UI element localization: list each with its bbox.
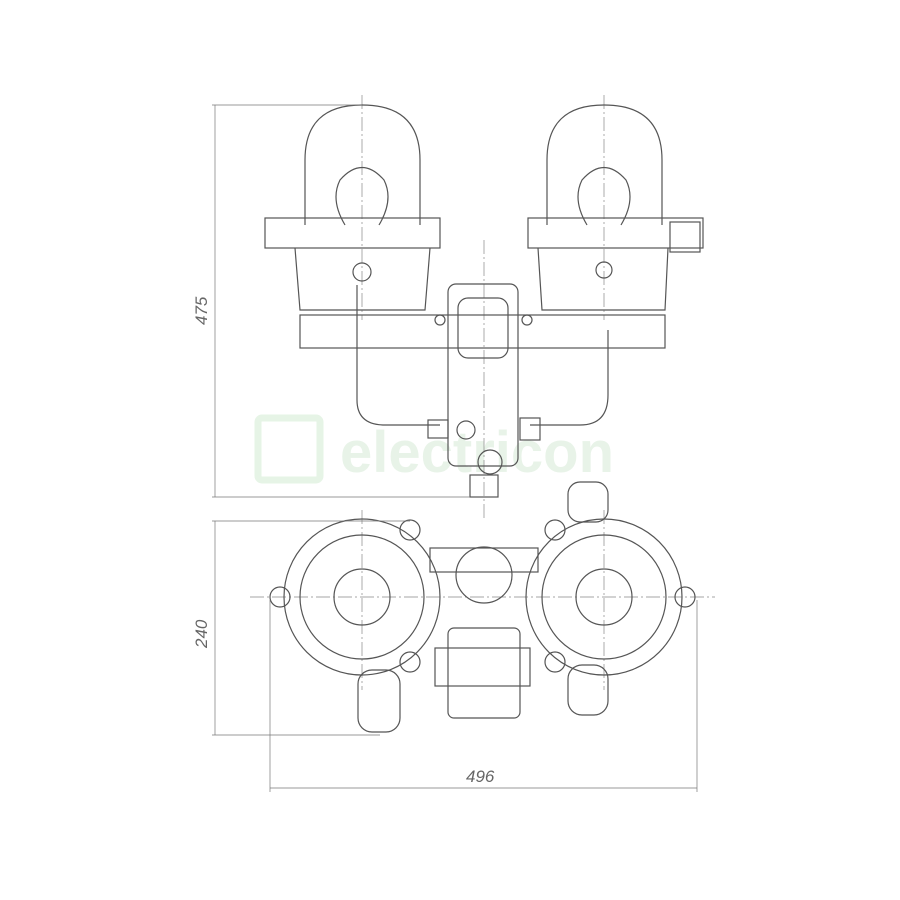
top-view bbox=[250, 481, 715, 733]
watermark-text: electricon bbox=[340, 420, 614, 485]
front-view bbox=[264, 95, 704, 520]
dimension-height-top: 475 bbox=[192, 296, 211, 325]
dimension-lines bbox=[212, 104, 698, 792]
watermark-logo: electricon bbox=[254, 414, 614, 485]
dimension-height-bottom: 240 bbox=[192, 619, 211, 649]
dimension-width: 496 bbox=[466, 767, 495, 786]
